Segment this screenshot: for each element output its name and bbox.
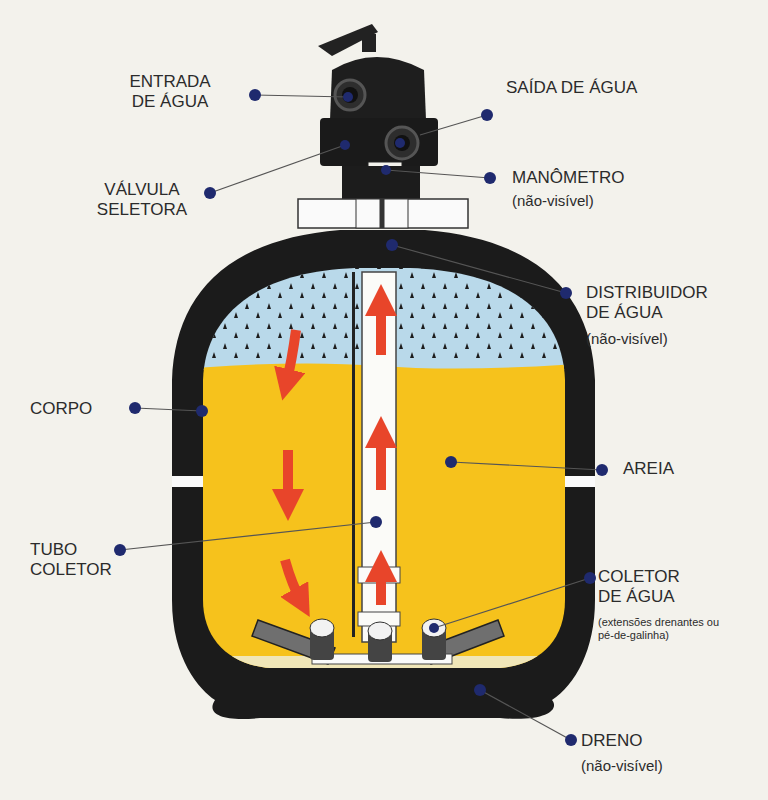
valve-body — [320, 118, 438, 166]
handle-stem — [362, 34, 376, 52]
part-label: TUBO COLETOR — [30, 540, 126, 581]
outlet-port-hole — [394, 135, 410, 151]
inlet-port — [335, 80, 365, 110]
part-label: (não-visível) — [581, 757, 731, 775]
part-label: SAÍDA DE ÁGUA — [506, 78, 706, 98]
clamp-bolt — [356, 199, 408, 228]
outlet-port — [386, 127, 418, 159]
part-label: DRENO — [581, 731, 731, 751]
part-label: (extensões drenantes ou pé-de-galinha) — [598, 616, 730, 642]
inlet-port-hole — [342, 87, 358, 103]
part-label: DISTRIBUIDOR DE ÁGUA — [586, 283, 728, 324]
flow-arrows-up — [376, 300, 386, 605]
part-label: (não-visível) — [512, 192, 712, 210]
valve-handle — [318, 24, 378, 56]
collector-tube — [362, 272, 396, 642]
leader-lines — [120, 95, 602, 740]
tube-wall — [352, 272, 355, 637]
flow-arrows-down — [285, 330, 302, 603]
leader-dots — [114, 89, 608, 746]
clamp-ring — [298, 199, 468, 228]
valve-neck — [342, 166, 420, 200]
clamp-screw — [380, 199, 385, 228]
part-label: (não-visível) — [586, 330, 746, 348]
lateral-collector — [252, 619, 504, 664]
part-label: CORPO — [30, 399, 130, 419]
valve-head — [330, 57, 426, 120]
part-label: VÁLVULA SELETORA — [80, 180, 204, 221]
part-label: MANÔMETRO — [512, 168, 712, 188]
part-label: AREIA — [623, 459, 743, 479]
part-label: COLETOR DE ÁGUA — [598, 567, 702, 608]
part-label: ENTRADA DE ÁGUA — [118, 72, 222, 113]
filter-body — [172, 230, 595, 719]
